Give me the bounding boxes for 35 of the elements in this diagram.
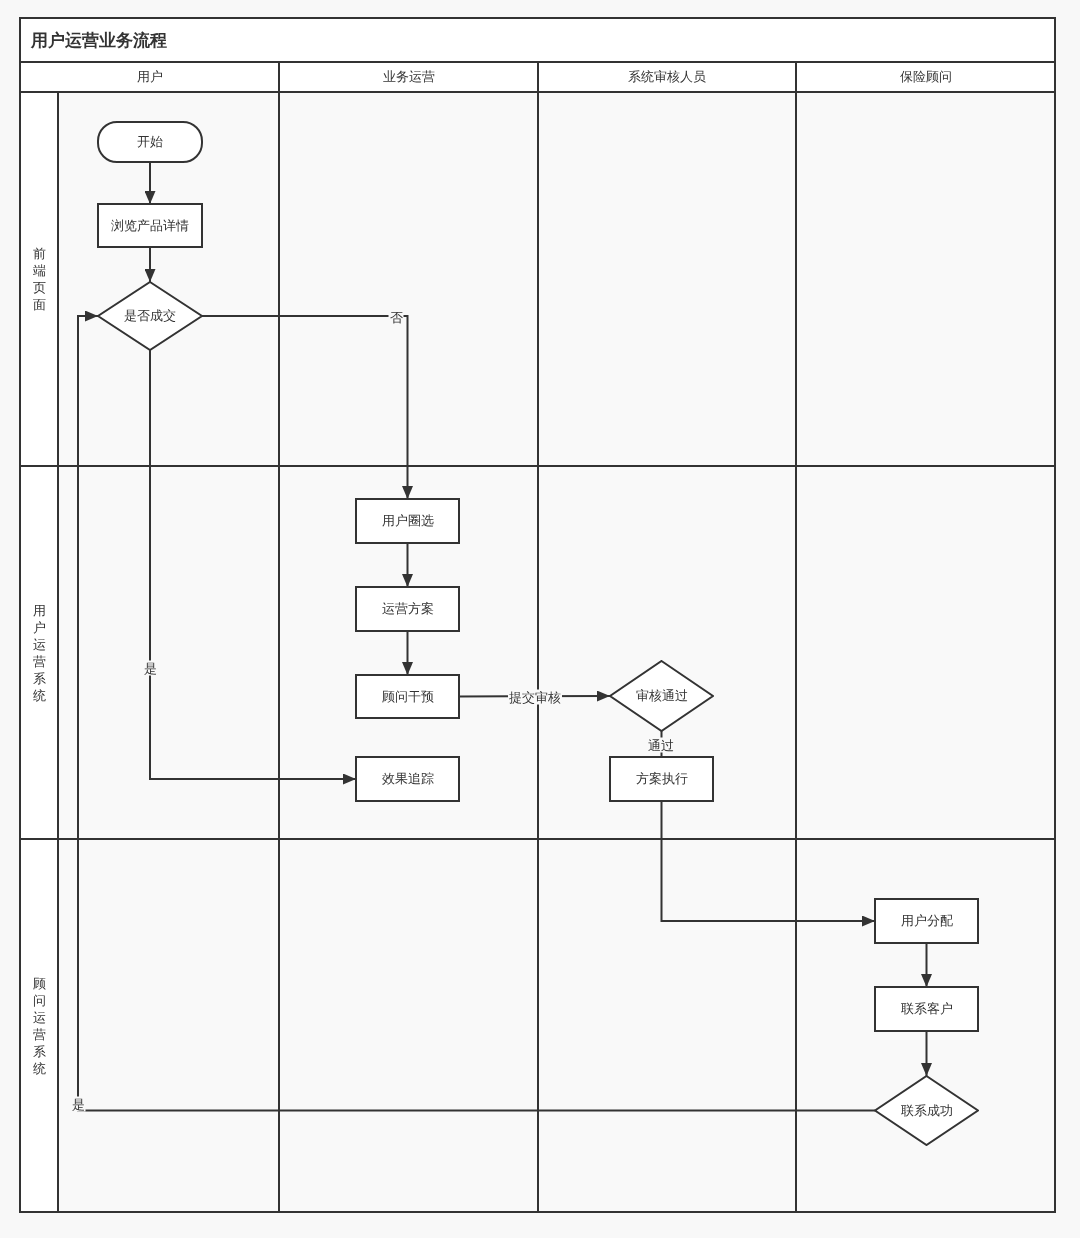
arrow (402, 630, 413, 676)
start-terminal: 开始 (97, 121, 203, 163)
edge-label: 否 (388, 309, 404, 325)
lane-header: 前端页面 (19, 91, 59, 467)
process-step: 顾问干预 (355, 674, 460, 719)
decision-diamond: 联系成功 (874, 1075, 979, 1146)
diagram-title: 用户运营业务流程 (31, 28, 167, 52)
process-step: 联系客户 (874, 986, 979, 1032)
arrow (921, 942, 932, 988)
process-step: 效果追踪 (355, 756, 460, 802)
arrow (660, 800, 876, 927)
process-step: 方案执行 (609, 756, 714, 802)
decision-diamond: 是否成交 (97, 281, 203, 351)
edge-label: 提交审核 (508, 689, 562, 705)
arrow (402, 542, 413, 588)
lane-header: 系统审核人员 (537, 61, 797, 93)
process-step: 浏览产品详情 (97, 203, 203, 248)
edge-label: 通过 (647, 737, 675, 753)
arrow (201, 315, 413, 500)
lane-header: 业务运营 (278, 61, 539, 93)
arrow (77, 310, 876, 1112)
edge-label: 是 (70, 1096, 86, 1112)
lane-header: 保险顾问 (795, 61, 1056, 93)
process-step: 用户分配 (874, 898, 979, 944)
lane-header: 用户运营系统 (19, 465, 59, 840)
edge-label: 是 (142, 660, 158, 676)
arrow (144, 161, 156, 205)
lane-header: 用户 (19, 61, 280, 93)
arrow (144, 246, 156, 283)
arrow (921, 1030, 932, 1077)
lane-header: 顾问运营系统 (19, 838, 59, 1213)
arrow (149, 349, 357, 785)
decision-diamond: 审核通过 (609, 660, 714, 732)
process-step: 运营方案 (355, 586, 460, 632)
process-step: 用户圈选 (355, 498, 460, 544)
